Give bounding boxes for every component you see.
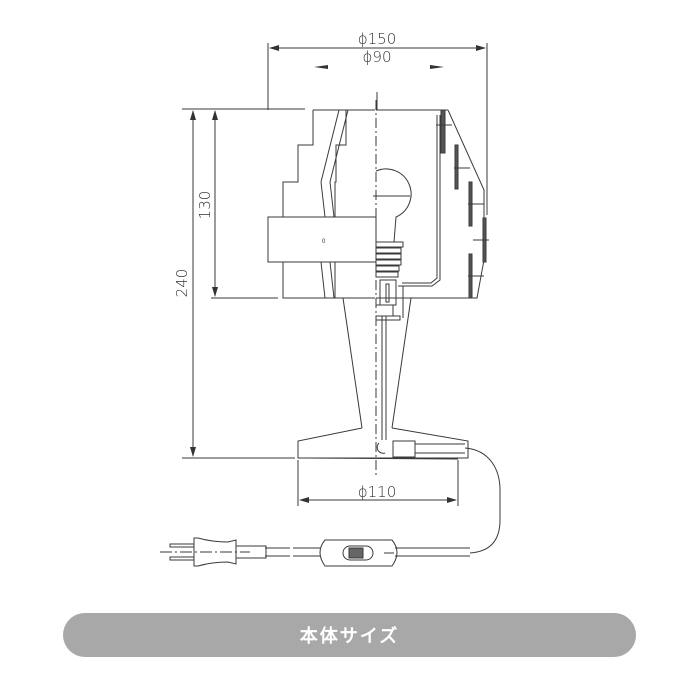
label-shade-height: 130 (196, 191, 214, 220)
lamp-base (297, 427, 469, 460)
label-base: ϕ110 (358, 483, 397, 501)
caption-bar: 本体サイズ (63, 613, 636, 657)
dimension-shade-inner-diameter (314, 65, 444, 110)
lamp-shade (267, 109, 489, 299)
lamp-stand (342, 285, 412, 440)
power-plug (160, 537, 267, 567)
caption-label: 本体サイズ (299, 626, 400, 647)
lamp-dimension-drawing: ϕ150 ϕ90 ϕ110 240 130 0 (160, 30, 501, 567)
label-shade-inner: ϕ90 (363, 48, 392, 66)
power-cord (265, 447, 501, 557)
light-bulb (373, 168, 412, 321)
label-shade-outer: ϕ150 (358, 30, 397, 48)
label-total-height: 240 (173, 269, 191, 298)
dimension-base-diameter (297, 460, 459, 506)
dimension-total-height (182, 108, 305, 459)
dimension-shade-outer-diameter (267, 43, 488, 215)
shade-mark: 0 (322, 239, 326, 245)
dimension-shade-height (211, 110, 278, 299)
inline-switch (319, 539, 398, 567)
